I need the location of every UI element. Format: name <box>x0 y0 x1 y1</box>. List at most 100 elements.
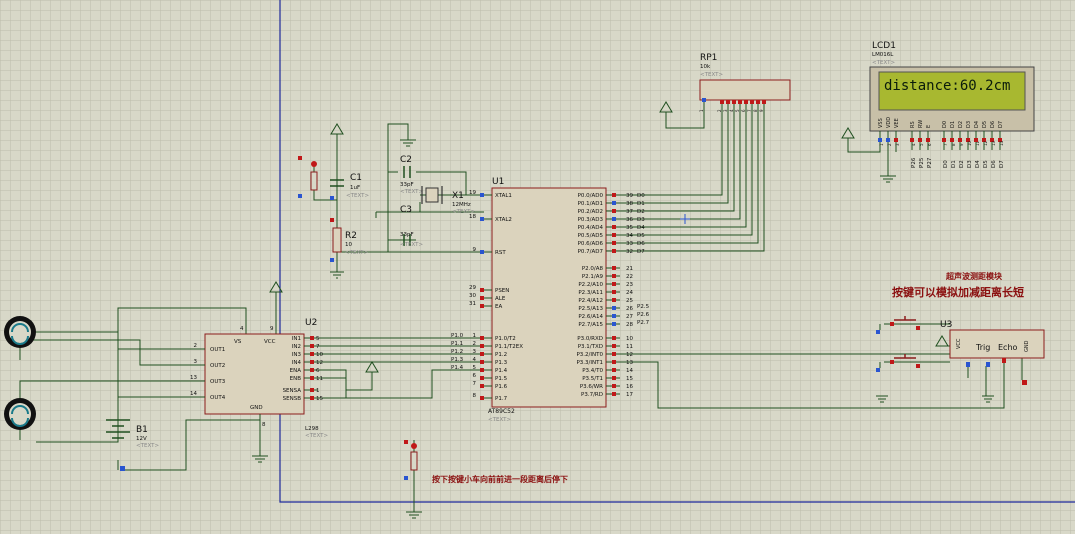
lcd-pin[interactable] <box>998 138 1002 142</box>
u1-pin[interactable] <box>612 336 616 340</box>
rp1-pin[interactable] <box>720 100 724 104</box>
u2-pin[interactable] <box>310 388 314 392</box>
rp1-pin[interactable] <box>762 100 766 104</box>
lcd-pin[interactable] <box>894 138 898 142</box>
u2-pin[interactable] <box>310 376 314 380</box>
u1-pin[interactable] <box>480 250 484 254</box>
u1-pin[interactable] <box>480 217 484 221</box>
u1-pin[interactable] <box>612 282 616 286</box>
u1-pin[interactable] <box>612 241 616 245</box>
rp1-pin[interactable] <box>702 98 706 102</box>
lcd-pin[interactable] <box>918 138 922 142</box>
lcd-pin[interactable] <box>966 138 970 142</box>
start-key[interactable] <box>404 440 418 480</box>
motor-1[interactable] <box>4 316 36 348</box>
c3-capacitor[interactable]: C3 33pF <TEXT> <box>400 205 423 248</box>
lcd-pin-label: VDD <box>886 117 892 128</box>
u1-pin[interactable] <box>612 306 616 310</box>
rp1-pin[interactable] <box>738 100 742 104</box>
u1-pin[interactable] <box>480 352 484 356</box>
lcd-pin[interactable] <box>950 138 954 142</box>
u1-pin[interactable] <box>480 384 484 388</box>
u2-driver[interactable]: U2 L298 <TEXT> 2OUT13OUT213OUT314OUT45IN… <box>190 318 328 439</box>
key-increase[interactable] <box>876 316 920 334</box>
u1-pin[interactable] <box>612 352 616 356</box>
u1-pin[interactable] <box>612 225 616 229</box>
b1-battery[interactable]: B1 12V <TEXT> <box>106 419 159 471</box>
u1-pin-name: P1.4 <box>495 368 508 374</box>
u1-pin[interactable] <box>612 384 616 388</box>
lcd-pin[interactable] <box>990 138 994 142</box>
u1-pin[interactable] <box>612 344 616 348</box>
u1-pin[interactable] <box>480 376 484 380</box>
motor-2[interactable] <box>4 398 36 430</box>
u1-pin[interactable] <box>480 193 484 197</box>
key-decrease[interactable] <box>876 354 920 372</box>
u1-pin-name: PSEN <box>495 288 509 294</box>
u1-pin[interactable] <box>612 217 616 221</box>
u1-pin-number: 30 <box>469 293 476 299</box>
rp1-pin[interactable] <box>744 100 748 104</box>
lcd-pin[interactable] <box>958 138 962 142</box>
u1-pin[interactable] <box>612 266 616 270</box>
u1-pin[interactable] <box>612 314 616 318</box>
lcd-pin[interactable] <box>942 138 946 142</box>
u1-pin[interactable] <box>480 336 484 340</box>
u1-pin[interactable] <box>612 274 616 278</box>
u1-pin[interactable] <box>612 249 616 253</box>
u1-net-label: P1.4 <box>451 365 464 371</box>
lcd-pin[interactable] <box>926 138 930 142</box>
rp1-pin[interactable] <box>732 100 736 104</box>
u1-pin[interactable] <box>612 368 616 372</box>
u1-pin[interactable] <box>612 322 616 326</box>
u1-pin[interactable] <box>612 392 616 396</box>
u1-pin[interactable] <box>612 290 616 294</box>
lcd-pin[interactable] <box>982 138 986 142</box>
r2-ref: R2 <box>345 231 357 241</box>
u1-pin[interactable] <box>480 288 484 292</box>
u1-pin[interactable] <box>612 360 616 364</box>
u1-pin[interactable] <box>480 304 484 308</box>
rp1-pin-number: 5 <box>735 109 740 112</box>
u1-pin-number: 37 <box>626 209 633 215</box>
r2-resistor[interactable]: R2 10 <TEXT> <box>330 218 368 262</box>
u1-pin[interactable] <box>612 193 616 197</box>
lcd-pin[interactable] <box>974 138 978 142</box>
u1-pin[interactable] <box>480 368 484 372</box>
c2-capacitor[interactable]: C2 33pF <TEXT> <box>400 155 423 195</box>
u2-pin[interactable] <box>310 344 314 348</box>
u1-pin[interactable] <box>612 233 616 237</box>
rp1-pin[interactable] <box>750 100 754 104</box>
ground-icon <box>406 511 422 519</box>
x1-ref: X1 <box>452 191 464 201</box>
u1-pin[interactable] <box>480 396 484 400</box>
c3-text: <TEXT> <box>400 242 423 248</box>
x1-crystal[interactable]: X1 12MHz <TEXT> <box>421 186 475 215</box>
u1-pin[interactable] <box>612 376 616 380</box>
u2-pin[interactable] <box>310 360 314 364</box>
lcd-readout: distance:60.2cm <box>884 78 1010 94</box>
u2-pin[interactable] <box>310 336 314 340</box>
reset-key[interactable] <box>298 156 334 200</box>
lcd1-display[interactable]: LCD1 LM016L <TEXT> distance:60.2cm VSS1V… <box>869 41 1035 168</box>
lcd-pin[interactable] <box>910 138 914 142</box>
u1-pin[interactable] <box>612 209 616 213</box>
c1-capacitor[interactable]: C1 1uF <TEXT> <box>330 173 369 199</box>
u1-pin[interactable] <box>480 360 484 364</box>
u2-pin[interactable] <box>310 352 314 356</box>
u1-pin[interactable] <box>612 201 616 205</box>
rp1-pin[interactable] <box>756 100 760 104</box>
u1-pin[interactable] <box>480 296 484 300</box>
u2-pin[interactable] <box>310 368 314 372</box>
u3-ultrasonic[interactable]: U3 VCC Trig Echo GND <box>940 320 1045 385</box>
lcd-pin[interactable] <box>886 138 890 142</box>
u1-pin-number: 18 <box>469 214 476 220</box>
lcd-pin[interactable] <box>878 138 882 142</box>
u1-pin[interactable] <box>612 298 616 302</box>
u2-pin[interactable] <box>310 396 314 400</box>
rp1-pin[interactable] <box>726 100 730 104</box>
u1-pin[interactable] <box>480 344 484 348</box>
